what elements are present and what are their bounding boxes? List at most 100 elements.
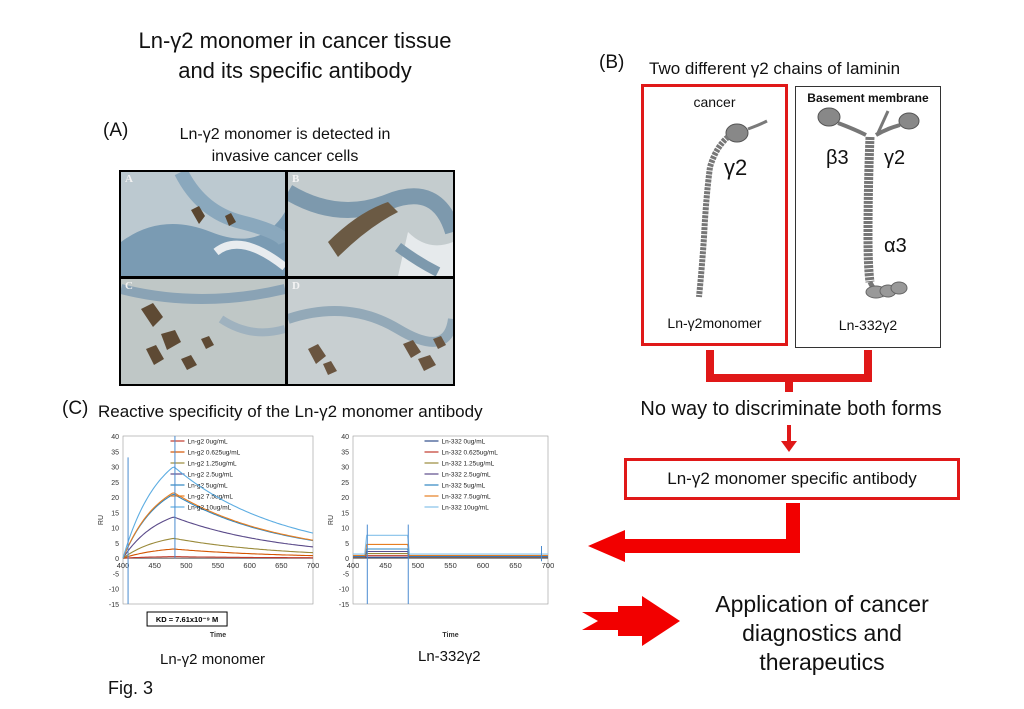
antibody-box-text: Ln-γ2 monomer specific antibody — [667, 469, 917, 488]
micrograph-label-b: B — [292, 173, 300, 185]
x-tick-label: 700 — [542, 561, 555, 570]
y-tick-label: 35 — [111, 449, 119, 456]
micrograph-grid: A B C D — [119, 170, 455, 386]
micrograph-b: B — [288, 172, 453, 276]
series-line-0 — [122, 556, 313, 559]
panel-a-heading-line1: Ln-γ2 monomer is detected in — [179, 126, 391, 143]
ln332-bottom-label: Ln-332γ2 — [838, 317, 898, 333]
x-tick-label: 500 — [412, 561, 425, 570]
monomer-gamma2-label: γ2 — [724, 155, 748, 180]
application-text: Application of cancer diagnostics and th… — [692, 590, 952, 677]
series-line-5 — [122, 492, 314, 559]
beta3-label: β3 — [826, 147, 849, 169]
panel-a-tag: (A) — [103, 120, 129, 141]
x-tick-label: 600 — [243, 561, 256, 570]
x-axis-label: Time — [442, 632, 458, 639]
y-tick-label: -10 — [109, 587, 119, 594]
laminin-332-structure — [817, 107, 920, 299]
x-tick-label: 550 — [444, 561, 457, 570]
legend-entry: Ln-g2 1.25ug/mL — [188, 461, 238, 468]
x-tick-label: 500 — [180, 561, 193, 570]
application-line1: Application of cancer — [715, 591, 929, 617]
y-tick-label: -10 — [339, 587, 349, 594]
legend-entry: Ln-g2 0.625ug/mL — [188, 450, 241, 457]
legend-entry: Ln-g2 2.5ug/mL — [188, 472, 234, 479]
y-tick-label: 35 — [341, 449, 349, 456]
return-arrow-head — [588, 530, 625, 562]
ln332-gamma2-label: γ2 — [884, 147, 906, 169]
figure-label: Fig. 3 — [108, 678, 154, 698]
legend-entry: Ln-g2 7.5ug/mL — [188, 494, 234, 501]
application-line3: therapeutics — [759, 649, 885, 675]
y-tick-label: 20 — [111, 495, 119, 502]
series-line-1 — [122, 548, 314, 559]
series-line-5 — [353, 543, 548, 557]
y-tick-label: 15 — [111, 510, 119, 517]
legend-entry: Ln-332 1.25ug/mL — [442, 461, 495, 468]
x-tick-label: 400 — [117, 561, 130, 570]
basement-membrane-label: Basement membrane — [807, 91, 929, 105]
legend-entry: Ln-332 10ug/mL — [442, 505, 490, 512]
panel-a-heading: Ln-γ2 monomer is detected in invasive ca… — [140, 124, 430, 168]
y-tick-label: -15 — [109, 602, 119, 609]
y-tick-label: 40 — [111, 434, 119, 441]
kd-annotation: KD = 7.61x10⁻⁹ M — [156, 615, 218, 624]
y-tick-label: 20 — [341, 495, 349, 502]
legend-entry: Ln-332 2.5ug/mL — [442, 472, 492, 479]
legend-entry: Ln-g2 10ug/mL — [188, 505, 232, 512]
y-tick-label: 25 — [341, 480, 349, 487]
figure-title-line1: Ln-γ2 monomer in cancer tissue — [138, 28, 452, 53]
series-line-6 — [122, 466, 314, 559]
big-right-arrow — [582, 596, 680, 646]
legend-entry: Ln-332 0.625ug/mL — [442, 450, 499, 457]
y-tick-label: 5 — [345, 541, 349, 548]
x-tick-label: 550 — [212, 561, 225, 570]
return-arrow-line — [622, 503, 800, 553]
micrograph-d: D — [288, 279, 453, 384]
figure-title: Ln-γ2 monomer in cancer tissue and its s… — [60, 26, 530, 86]
caption-ln-g2-monomer: Ln-γ2 monomer — [160, 651, 266, 668]
y-tick-label: -5 — [113, 571, 119, 578]
y-tick-label: -15 — [339, 602, 349, 609]
y-axis-label: RU — [328, 515, 335, 525]
merge-bracket — [706, 350, 872, 382]
y-tick-label: 10 — [111, 526, 119, 533]
x-tick-label: 450 — [379, 561, 392, 570]
legend-entry: Ln-332 0ug/mL — [442, 439, 486, 446]
y-tick-label: 25 — [111, 480, 119, 487]
y-tick-label: 10 — [341, 526, 349, 533]
x-tick-label: 400 — [347, 561, 360, 570]
legend-entry: Ln-332 7.5ug/mL — [442, 494, 492, 501]
series-line-3 — [122, 516, 314, 559]
y-tick-label: 5 — [115, 541, 119, 548]
micrograph-label-c: C — [125, 280, 133, 292]
y-tick-label: 30 — [341, 465, 349, 472]
micrograph-label-a: A — [125, 173, 133, 185]
y-tick-label: -5 — [343, 571, 349, 578]
monomer-top-label: cancer — [693, 94, 736, 110]
down-arrow-head — [781, 441, 797, 452]
x-tick-label: 650 — [275, 561, 288, 570]
micrograph-c: C — [121, 279, 285, 384]
y-tick-label: 30 — [111, 465, 119, 472]
plot-area — [352, 435, 549, 605]
monomer-bottom-label: Ln-γ2monomer — [667, 315, 762, 331]
y-tick-label: 0 — [115, 556, 119, 563]
panel-c-tag: (C) — [62, 398, 89, 419]
x-tick-label: 600 — [477, 561, 490, 570]
y-tick-label: 0 — [345, 556, 349, 563]
figure-title-line2: and its specific antibody — [178, 58, 412, 83]
x-tick-label: 700 — [307, 561, 320, 570]
series-line-4 — [353, 548, 548, 557]
micrograph-a: A — [121, 172, 285, 276]
x-axis-label: Time — [210, 632, 226, 639]
caption-ln-332: Ln-332γ2 — [418, 648, 481, 665]
monomer-box: cancer γ2 Ln-γ2monomer — [641, 84, 788, 346]
series-line-6 — [353, 534, 548, 555]
kd-annotation-box — [146, 611, 228, 627]
